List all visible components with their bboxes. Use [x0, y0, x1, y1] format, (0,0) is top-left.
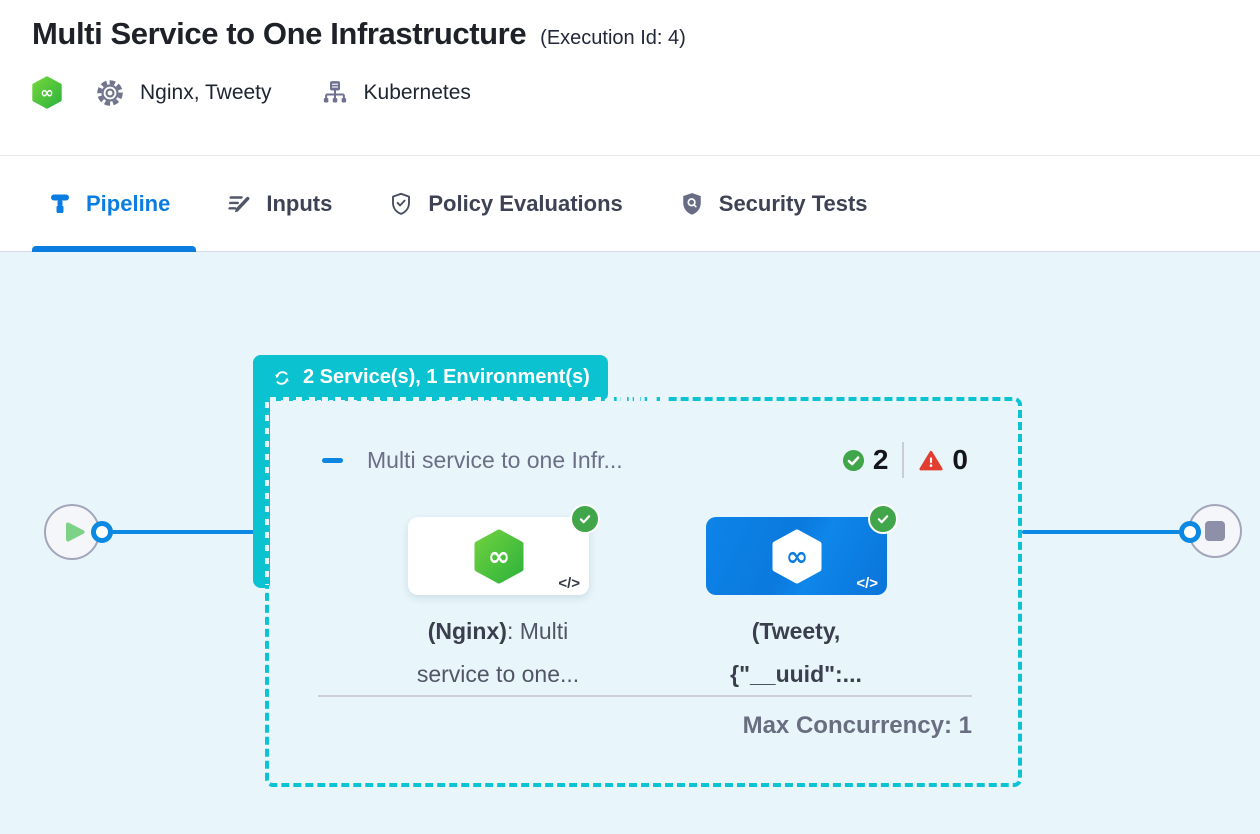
- tab-policy-evaluations-label: Policy Evaluations: [428, 190, 623, 216]
- svg-text:∞: ∞: [487, 541, 510, 572]
- infrastructure-icon: [320, 78, 350, 108]
- status-divider: [902, 442, 905, 478]
- tab-pipeline-label: Pipeline: [86, 190, 171, 216]
- gear-icon: [94, 77, 126, 109]
- inputs-icon: [226, 191, 252, 217]
- tab-inputs-label: Inputs: [266, 190, 333, 216]
- success-check-icon: [842, 449, 865, 472]
- play-icon: [64, 521, 86, 543]
- tab-policy-evaluations[interactable]: Policy Evaluations: [388, 156, 623, 251]
- execution-header: Multi Service to One Infrastructure (Exe…: [0, 0, 1260, 155]
- success-badge-icon: [868, 504, 898, 534]
- dash-overlay-horizontal: [270, 397, 670, 401]
- shield-scan-icon: [679, 191, 705, 217]
- tab-security-tests[interactable]: Security Tests: [679, 156, 868, 251]
- service-node-label-tweety: (Tweety, {"__uuid":...: [686, 610, 906, 696]
- tab-security-tests-label: Security Tests: [718, 190, 868, 216]
- svg-text:∞: ∞: [40, 83, 53, 102]
- label-bold: (Tweety,: [751, 618, 841, 644]
- collapse-stage-button[interactable]: [322, 457, 343, 463]
- svg-text:∞: ∞: [785, 541, 808, 572]
- infrastructure-label: Kubernetes: [363, 80, 471, 104]
- stage-header: Multi service to one Infr... 2 0: [322, 442, 968, 478]
- failed-count: 0: [952, 444, 968, 475]
- pipeline-icon: [48, 191, 72, 217]
- success-count: 2: [872, 444, 889, 475]
- title-row: Multi Service to One Infrastructure (Exe…: [32, 16, 1228, 52]
- start-connector-port: [91, 521, 113, 543]
- harness-service-icon-white: ∞: [772, 529, 822, 584]
- stage-status: 2 0: [842, 442, 968, 478]
- code-icon: </>: [558, 575, 580, 592]
- stage-title: Multi service to one Infr...: [367, 446, 623, 473]
- label-rest: : Multi: [506, 618, 569, 644]
- tab-pipeline[interactable]: Pipeline: [31, 156, 197, 252]
- max-concurrency-label: Max Concurrency: 1: [742, 712, 972, 739]
- stage-group-badge[interactable]: 2 Service(s), 1 Environment(s): [253, 355, 608, 400]
- code-icon: </>: [856, 575, 878, 592]
- pipeline-start-node: [44, 504, 100, 560]
- page-title: Multi Service to One Infrastructure: [32, 16, 527, 51]
- service-node-tweety[interactable]: ∞ </>: [706, 504, 898, 595]
- edge-start-to-group: [110, 530, 254, 534]
- edge-group-to-end: [1022, 530, 1180, 534]
- execution-id: (Execution Id: 4): [540, 27, 686, 49]
- tab-bar: Pipeline Inputs Policy Evaluations: [0, 155, 1260, 252]
- shield-check-icon: [388, 191, 414, 217]
- end-connector-port: [1179, 521, 1201, 543]
- service-node-label-nginx: (Nginx): Multi service to one...: [388, 610, 608, 696]
- pipeline-canvas[interactable]: 2 Service(s), 1 Environment(s) Multi ser…: [0, 252, 1260, 834]
- failed-warning-icon: [918, 448, 944, 473]
- harness-logo-icon: ∞: [32, 76, 62, 109]
- stage-footer-divider: [318, 695, 972, 697]
- label-line2: {"__uuid":...: [730, 661, 862, 687]
- stop-icon: [1205, 521, 1225, 541]
- meta-row: ∞ Nginx, Tweety: [32, 76, 1228, 109]
- stage-group-badge-label: 2 Service(s), 1 Environment(s): [303, 366, 590, 388]
- dash-overlay-vertical: [265, 402, 269, 585]
- label-line2: service to one...: [416, 661, 580, 687]
- service-node-nginx[interactable]: ∞ </>: [408, 504, 600, 595]
- label-bold: (Nginx): [427, 618, 507, 644]
- harness-service-icon-green: ∞: [474, 529, 524, 584]
- tab-inputs[interactable]: Inputs: [226, 156, 332, 251]
- services-label: Nginx, Tweety: [140, 80, 272, 104]
- loop-icon: [271, 367, 293, 389]
- success-badge-icon: [570, 504, 600, 534]
